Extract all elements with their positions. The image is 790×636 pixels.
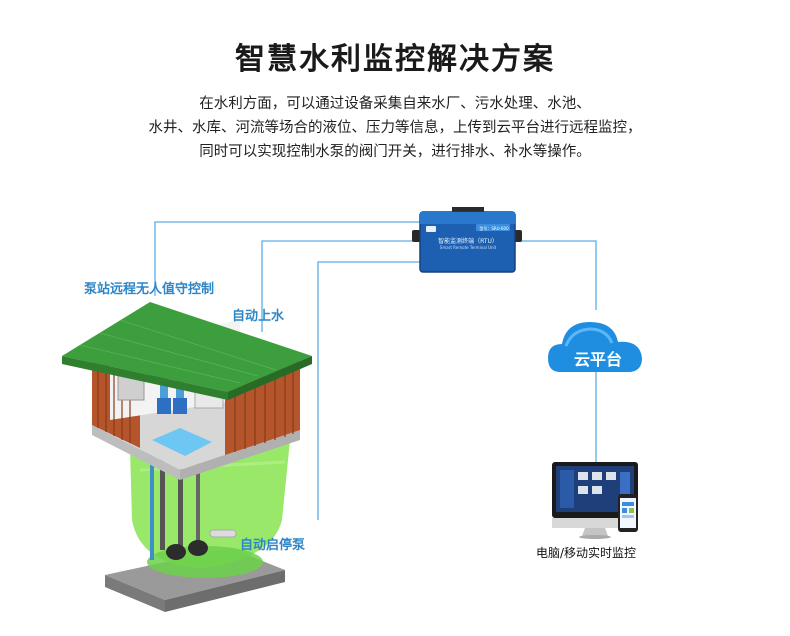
rtu-model-label: 型号：SRU-600 (479, 226, 509, 231)
cloud-icon (548, 322, 642, 372)
line-pump-station (154, 221, 420, 296)
page-title: 智慧水利监控解决方案 (235, 42, 555, 77)
label-auto-pump: 自动启停泵 (240, 538, 306, 553)
rtu-subtitle: Smart Remote Terminal Unit (439, 245, 497, 250)
phone-icon (618, 494, 638, 532)
line-auto-pump (317, 261, 420, 520)
pump-station-illustration (62, 302, 312, 612)
label-monitor: 电脑/移动实时监控 (536, 546, 637, 560)
description-line-2: 水井、水库、河流等场合的液位、压力等信息，上传到云平台进行远程监控， (148, 120, 642, 136)
description-line-3: 同时可以实现控制水泵的阀门开关，进行排水、补水等操作。 (199, 144, 591, 160)
rtu-device (412, 207, 522, 273)
label-auto-fill: 自动上水 (232, 309, 285, 324)
rtu-title: 智能监测终端（RTU） (438, 238, 498, 245)
description-line-1: 在水利方面，可以通过设备采集自来水厂、污水处理、水池、 (199, 96, 591, 112)
connection-lines (154, 221, 597, 520)
line-rtu-to-cloud (512, 240, 597, 310)
monitor-icon (552, 462, 638, 539)
label-pump-station: 泵站远程无人值守控制 (84, 282, 215, 297)
line-auto-fill (261, 240, 420, 332)
label-cloud: 云平台 (573, 350, 622, 369)
